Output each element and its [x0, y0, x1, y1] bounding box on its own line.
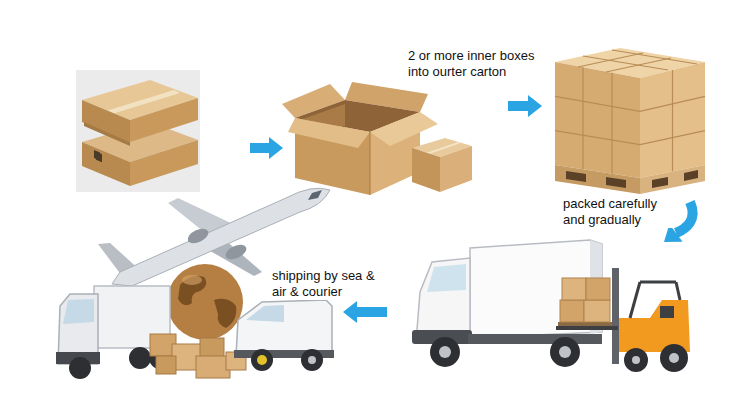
parcel-pile [156, 356, 176, 374]
null [555, 131, 640, 145]
globe [167, 264, 243, 340]
null [555, 50, 705, 174]
van [234, 300, 334, 371]
stacked-boxes-photo [82, 100, 130, 142]
box-truck [468, 334, 602, 344]
palletized-boxes [640, 62, 705, 178]
inner-box [412, 138, 472, 192]
forklift [562, 278, 586, 300]
globe [182, 275, 202, 285]
semi-truck [63, 299, 94, 324]
palletized-boxes [652, 177, 668, 188]
palletized-boxes [640, 165, 705, 194]
illustration-node [387, 242, 700, 390]
van [236, 300, 332, 356]
forklift [586, 278, 610, 300]
parcel-pile [196, 356, 230, 378]
van [301, 349, 323, 371]
forklift [560, 300, 584, 322]
stacked-boxes-photo [76, 70, 200, 192]
airplane [223, 242, 248, 262]
van [308, 356, 316, 364]
parcel-pile [200, 338, 224, 358]
airplane [308, 190, 322, 200]
forklift [556, 268, 690, 372]
null [640, 96, 705, 111]
palletized-boxes [555, 48, 705, 194]
illustration-node [70, 62, 250, 197]
illustration-node [542, 35, 710, 202]
flow-arrow [343, 301, 387, 323]
stacked-boxes-photo [130, 140, 198, 186]
forklift [669, 353, 679, 363]
forklift [660, 306, 674, 318]
step-caption: packed carefully and gradually [563, 196, 673, 228]
semi-truck [56, 286, 171, 379]
stacked-boxes-photo [84, 122, 130, 146]
forklift [632, 356, 640, 364]
open-carton [370, 132, 371, 195]
van [257, 355, 267, 365]
null [606, 58, 671, 72]
null [582, 67, 583, 169]
globe [214, 299, 236, 328]
palletized-boxes [566, 171, 586, 182]
globe [178, 276, 206, 305]
forklift [619, 300, 690, 352]
null [672, 70, 673, 172]
forklift [612, 268, 619, 364]
arrow-shape [343, 301, 387, 323]
null [555, 96, 640, 111]
box-truck [439, 346, 451, 358]
arrow-shape [676, 202, 693, 233]
open-carton [370, 112, 438, 146]
stacked-boxes-photo [76, 70, 200, 192]
box-truck [412, 240, 602, 367]
forklift [584, 300, 610, 322]
flow-arrow [508, 95, 542, 117]
inner-box [412, 148, 440, 192]
parcel-pile [150, 334, 246, 378]
arrow-shape [508, 95, 542, 117]
palletized-boxes [606, 177, 626, 188]
illustration-node [283, 88, 508, 200]
box-truck [559, 346, 571, 358]
flow-arrow [250, 137, 283, 159]
forklift [630, 282, 640, 318]
step-caption: 2 or more inner boxes into ourter carton [408, 48, 548, 80]
forklift [556, 326, 618, 330]
inner-box [440, 146, 472, 192]
box-truck [550, 337, 580, 367]
forklift [660, 344, 688, 372]
globe [167, 264, 243, 340]
van [246, 305, 284, 322]
box-truck [416, 258, 470, 342]
open-carton [288, 118, 370, 148]
box-truck [427, 264, 466, 292]
van [251, 349, 273, 371]
forklift [676, 282, 680, 300]
stacked-boxes-photo [82, 142, 130, 186]
step-caption: shipping by sea & air & courier [272, 268, 392, 300]
palletized-boxes [555, 62, 640, 178]
semi-truck [69, 357, 91, 379]
box-truck [430, 337, 460, 367]
stacked-boxes-photo [96, 152, 102, 162]
semi-truck [129, 347, 151, 369]
null [611, 73, 612, 174]
arrow-shape [250, 137, 283, 159]
stacked-boxes-photo [130, 98, 198, 142]
null [578, 53, 643, 67]
forklift [640, 281, 676, 284]
airplane [185, 226, 210, 246]
null [640, 131, 705, 145]
forklift [624, 348, 648, 372]
palletized-boxes [684, 170, 698, 181]
palletized-boxes [555, 165, 640, 194]
